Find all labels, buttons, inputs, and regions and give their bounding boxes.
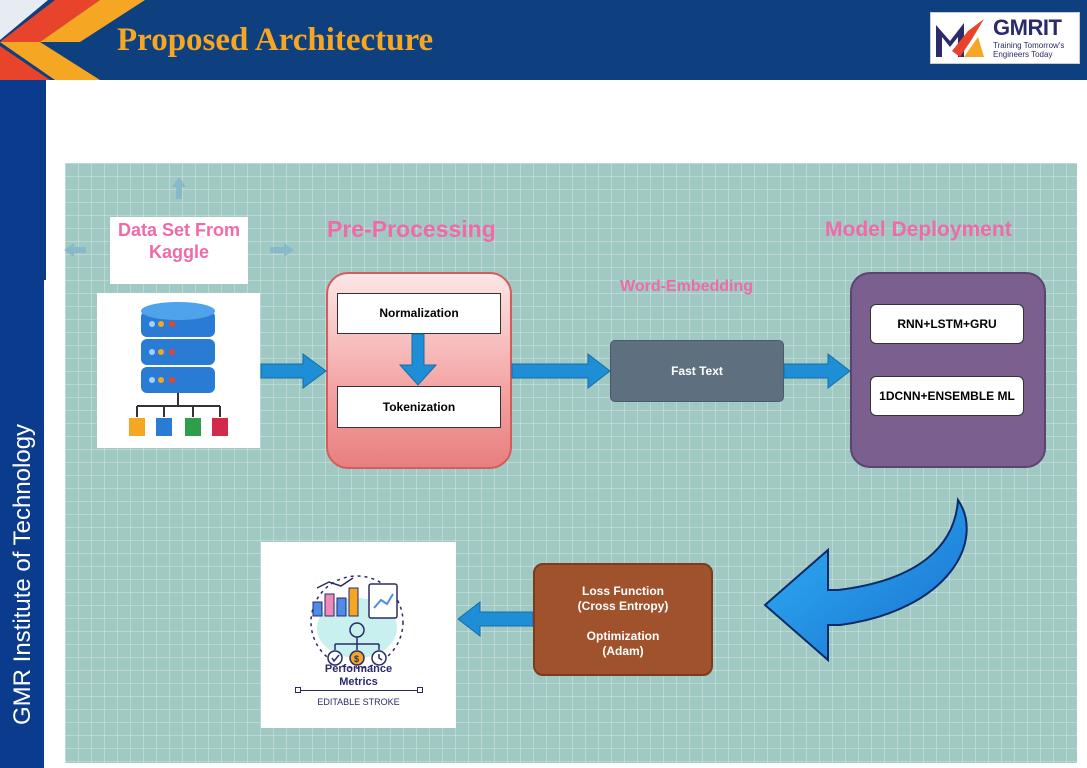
model-1dcnn-ensemble: 1DCNN+ENSEMBLE ML xyxy=(870,376,1024,416)
optimization-label: Optimization xyxy=(586,629,660,643)
header-bar: Proposed Architecture GMRIT Training Tom… xyxy=(0,0,1087,80)
tokenization-box: Tokenization xyxy=(337,386,501,428)
fast-text-box: Fast Text xyxy=(610,340,784,402)
database-icon xyxy=(129,302,228,436)
model-rnn-lstm-gru: RNN+LSTM+GRU xyxy=(870,304,1024,344)
normalization-box: Normalization xyxy=(337,293,501,334)
editable-stroke-caption: EDITABLE STROKE xyxy=(317,697,400,707)
logo-tagline: Training Tomorrow's Engineers Today xyxy=(993,41,1065,59)
gmrit-emblem-icon xyxy=(934,17,986,61)
corner-chevron-logo xyxy=(0,0,145,80)
performance-metrics-illustration: $ Performance Metrics EDITABLE STROKE xyxy=(261,542,456,728)
sidebar xyxy=(0,280,44,768)
performance-metrics-icon: $ xyxy=(310,575,404,669)
editable-stroke-line xyxy=(298,690,420,691)
loss-function-detail: (Cross Entropy) xyxy=(577,599,669,613)
institute-name: GMR Institute of Technology xyxy=(9,423,36,725)
performance-title-line1: Performance xyxy=(324,663,393,675)
dataset-label: Data Set From Kaggle xyxy=(110,217,248,284)
sidebar-top-block xyxy=(0,80,46,280)
move-handle-arrows xyxy=(64,177,294,257)
loss-optimization-box: Loss Function (Cross Entropy) Optimizati… xyxy=(533,563,713,676)
stroke-handle-right xyxy=(417,687,423,693)
slide-title: Proposed Architecture xyxy=(117,22,434,58)
model-deployment-box xyxy=(850,272,1046,468)
performance-title-line2: Metrics xyxy=(339,676,378,688)
optimization-detail: (Adam) xyxy=(602,644,644,658)
preprocessing-title: Pre-Processing xyxy=(327,216,496,242)
dollar-symbol: $ xyxy=(354,654,359,664)
gmrit-logo: GMRIT Training Tomorrow's Engineers Toda… xyxy=(930,12,1080,64)
database-illustration xyxy=(97,293,260,448)
stroke-handle-left xyxy=(295,687,301,693)
word-embedding-title: Word-Embedding xyxy=(620,278,754,295)
model-deployment-title: Model Deployment xyxy=(825,218,1012,241)
loss-function-label: Loss Function xyxy=(582,584,664,598)
logo-name: GMRIT xyxy=(993,15,1062,40)
